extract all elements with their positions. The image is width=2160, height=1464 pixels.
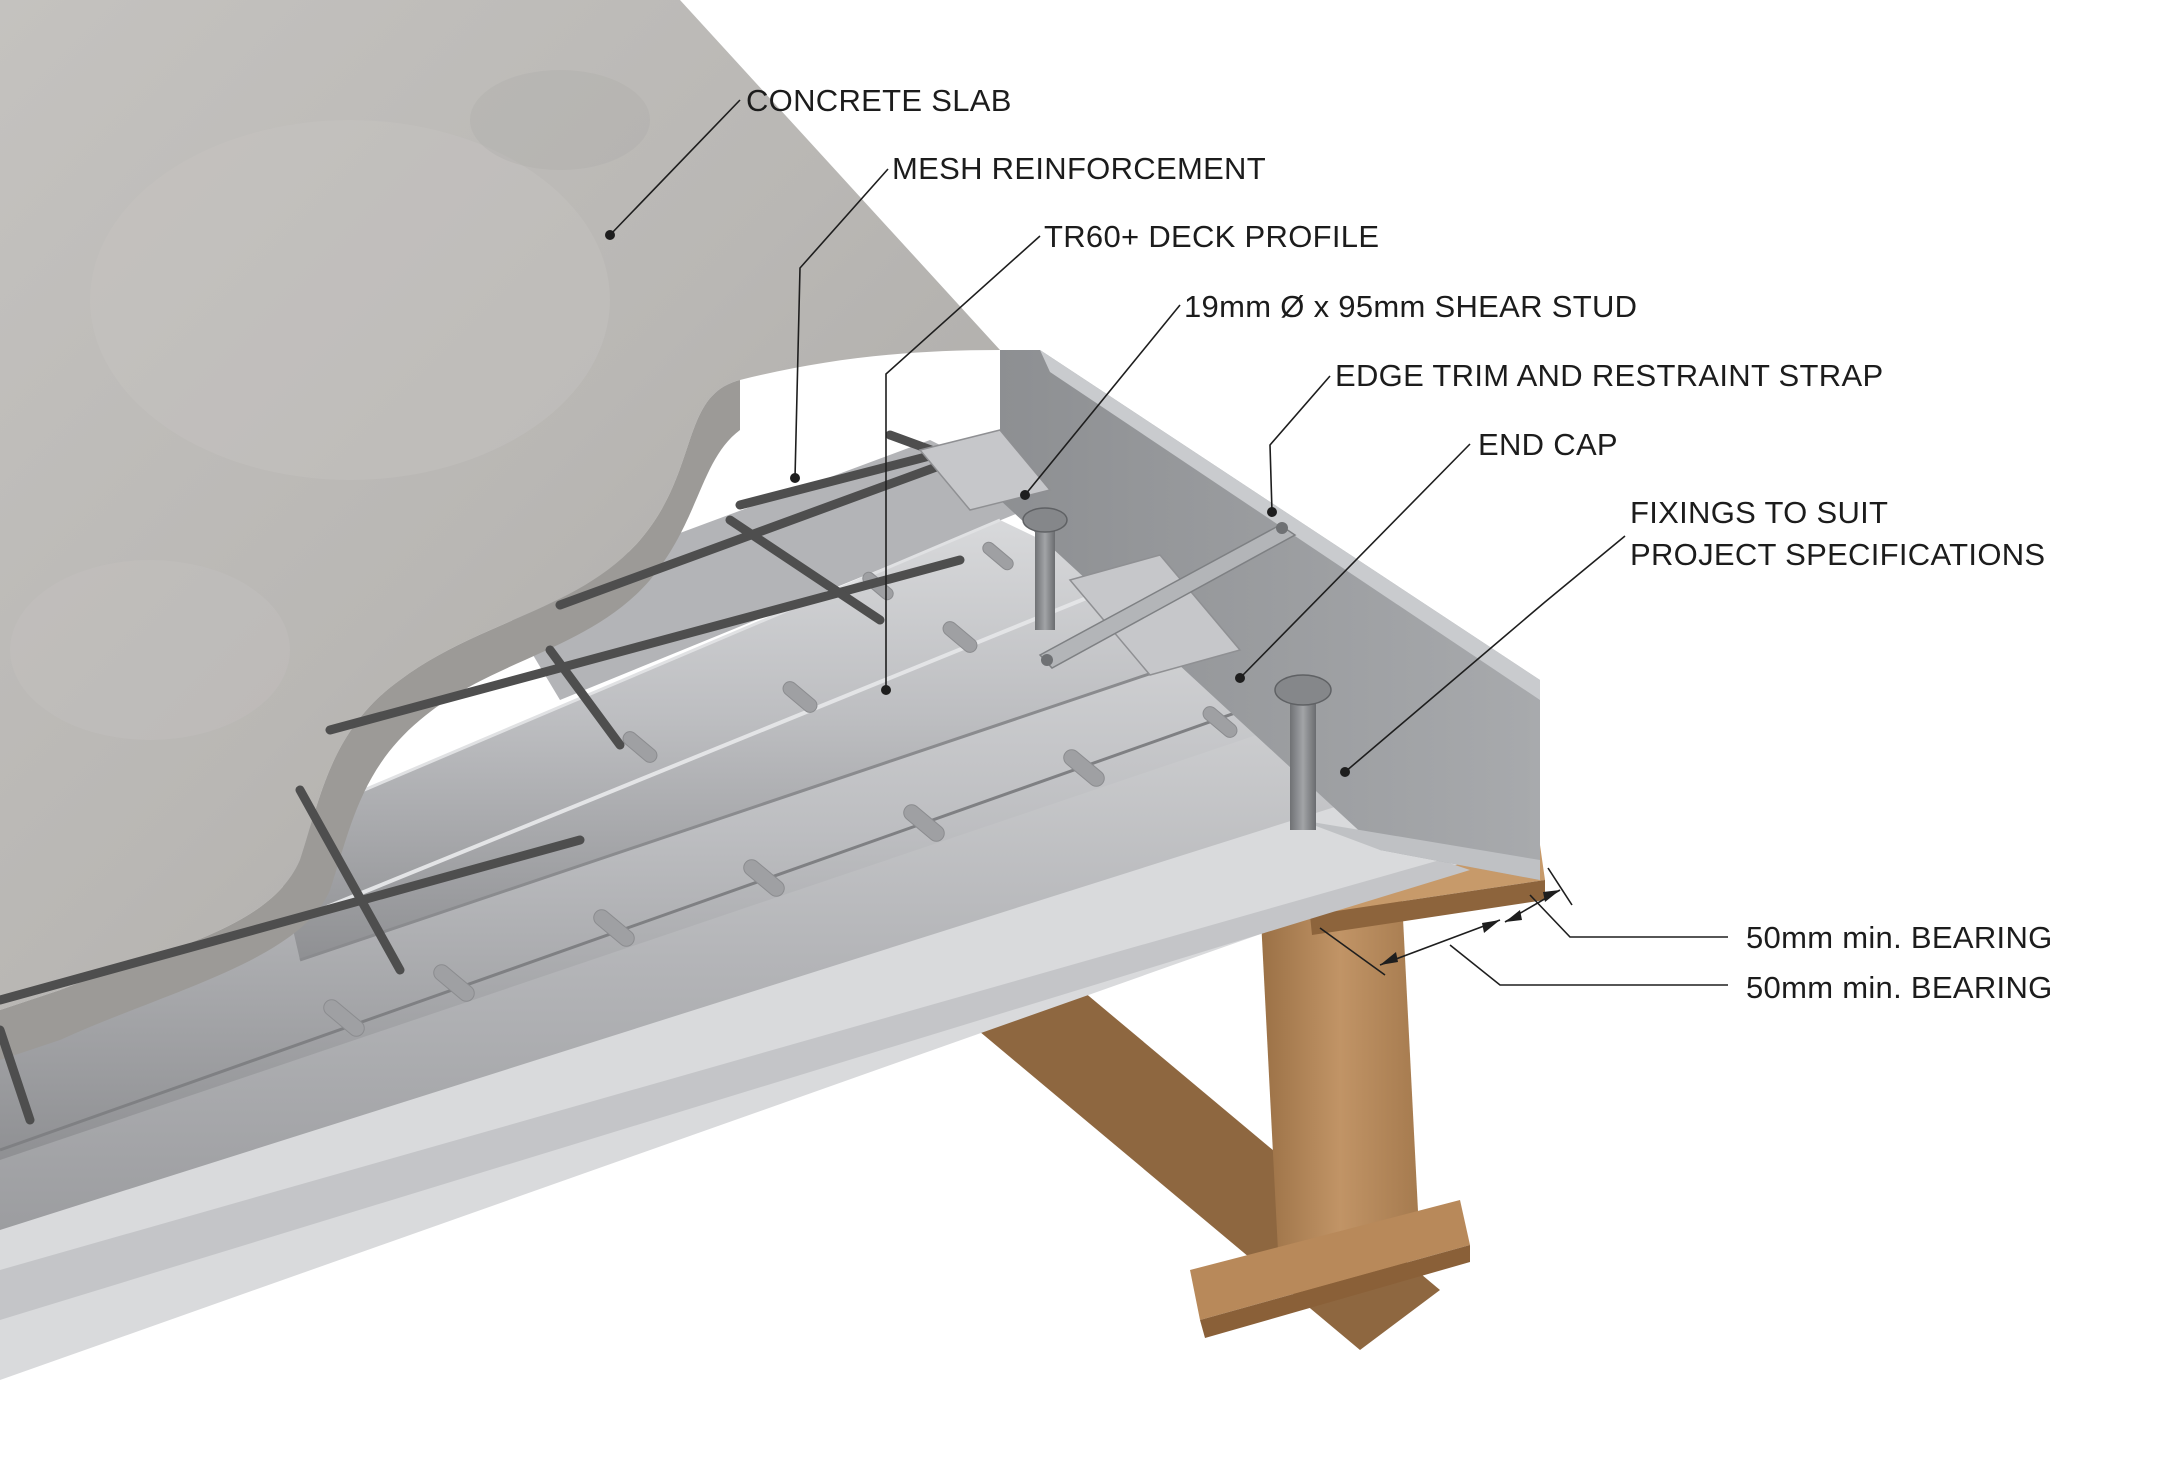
label-shear-stud: 19mm Ø x 95mm SHEAR STUD — [1184, 289, 1637, 324]
shear-stud-rear — [1022, 507, 1068, 630]
deck-embossments — [323, 541, 1238, 1037]
leader-fixings — [1344, 535, 1626, 773]
edge-trim — [1000, 350, 1540, 880]
leader-edge-trim — [1269, 375, 1331, 513]
leader-shear-stud — [1024, 304, 1181, 496]
leader-bearing-upper — [1529, 894, 1728, 938]
leader-lines — [605, 99, 1728, 986]
label-fixings-line2: PROJECT SPECIFICATIONS — [1630, 537, 2045, 572]
restraint-strap — [1038, 522, 1297, 669]
label-edge-trim: EDGE TRIM AND RESTRAINT STRAP — [1335, 358, 1883, 393]
label-bearing-lower: 50mm min. BEARING — [1746, 970, 2053, 1005]
label-bearing-upper: 50mm min. BEARING — [1746, 920, 2053, 955]
bearing-dimensions — [1319, 867, 1573, 976]
label-concrete-slab: CONCRETE SLAB — [746, 83, 1012, 118]
label-deck-profile: TR60+ DECK PROFILE — [1044, 219, 1379, 254]
leader-bearing-lower — [1449, 944, 1728, 986]
leader-deck — [885, 235, 1041, 690]
leader-end-cap — [1239, 443, 1471, 679]
shear-stud-front — [1274, 674, 1332, 830]
callout-labels: CONCRETE SLAB MESH REINFORCEMENT TR60+ D… — [746, 83, 2053, 1005]
leader-mesh — [794, 168, 889, 479]
label-end-cap: END CAP — [1478, 427, 1618, 462]
leader-concrete-slab — [609, 99, 741, 236]
end-cap — [918, 429, 1242, 676]
label-mesh-reinforcement: MESH REINFORCEMENT — [892, 151, 1266, 186]
deck-underside — [0, 780, 1470, 1380]
label-fixings-line1: FIXINGS TO SUIT — [1630, 495, 1888, 530]
